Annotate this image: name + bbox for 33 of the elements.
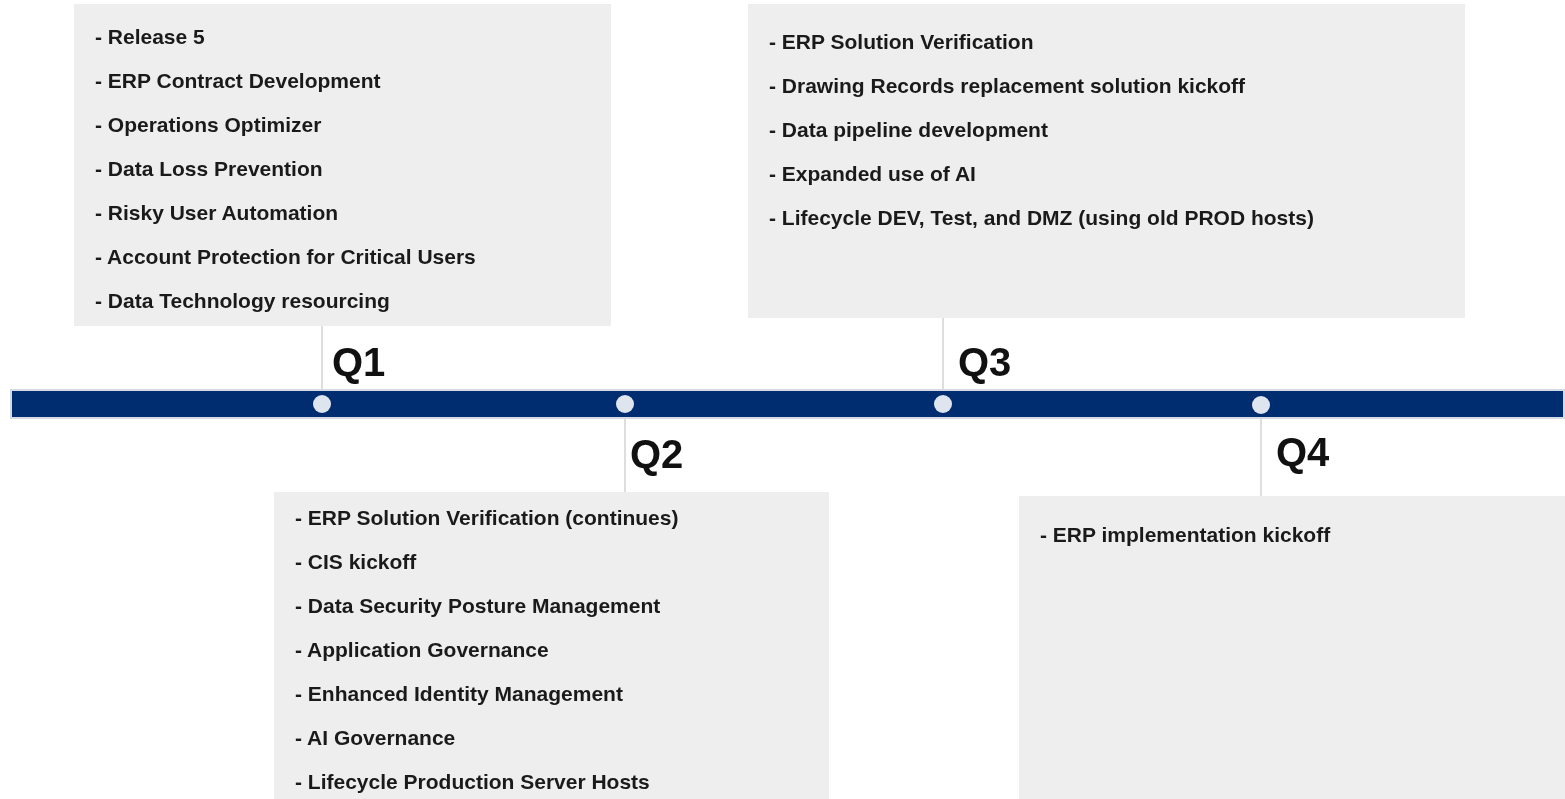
milestone-item: - Data Technology resourcing (95, 288, 391, 314)
timeline-bar (10, 389, 1565, 419)
timeline-dot (313, 395, 331, 413)
milestone-item: - ERP Solution Verification (769, 29, 1035, 55)
milestone-card (748, 4, 1465, 318)
quarter-label: Q1 (332, 342, 386, 382)
milestone-item: - Lifecycle Production Server Hosts (295, 769, 651, 795)
timeline-dot (616, 395, 634, 413)
timeline-dot (934, 395, 952, 413)
milestone-item: - Application Governance (295, 637, 550, 663)
milestone-item: - Data Loss Prevention (95, 156, 324, 182)
milestone-item: - ERP Solution Verification (continues) (295, 505, 680, 531)
milestone-item: - Account Protection for Critical Users (95, 244, 477, 270)
milestone-item: - Risky User Automation (95, 200, 340, 226)
milestone-card (1019, 496, 1565, 799)
milestone-item: - Drawing Records replacement solution kickoff (769, 73, 1247, 99)
milestone-item: - Enhanced Identity Management (295, 681, 624, 707)
milestone-item: - ERP implementation kickoff (1040, 522, 1332, 548)
quarter-label: Q3 (958, 342, 1012, 382)
milestone-item: - AI Governance (295, 725, 457, 751)
milestone-item: - Lifecycle DEV, Test, and DMZ (using old PROD hosts) (769, 205, 1315, 231)
quarter-label: Q4 (1276, 432, 1330, 472)
milestone-item: - Operations Optimizer (95, 112, 323, 138)
milestone-item: - CIS kickoff (295, 549, 418, 575)
milestone-card (74, 4, 611, 326)
milestone-item: - Release 5 (95, 24, 206, 50)
timeline-dot (1252, 396, 1270, 414)
milestone-item: - ERP Contract Development (95, 68, 382, 94)
milestone-item: - Data pipeline development (769, 117, 1049, 143)
quarter-label: Q2 (630, 434, 684, 474)
milestone-item: - Data Security Posture Management (295, 593, 662, 619)
milestone-item: - Expanded use of AI (769, 161, 977, 187)
milestone-card (274, 492, 829, 799)
